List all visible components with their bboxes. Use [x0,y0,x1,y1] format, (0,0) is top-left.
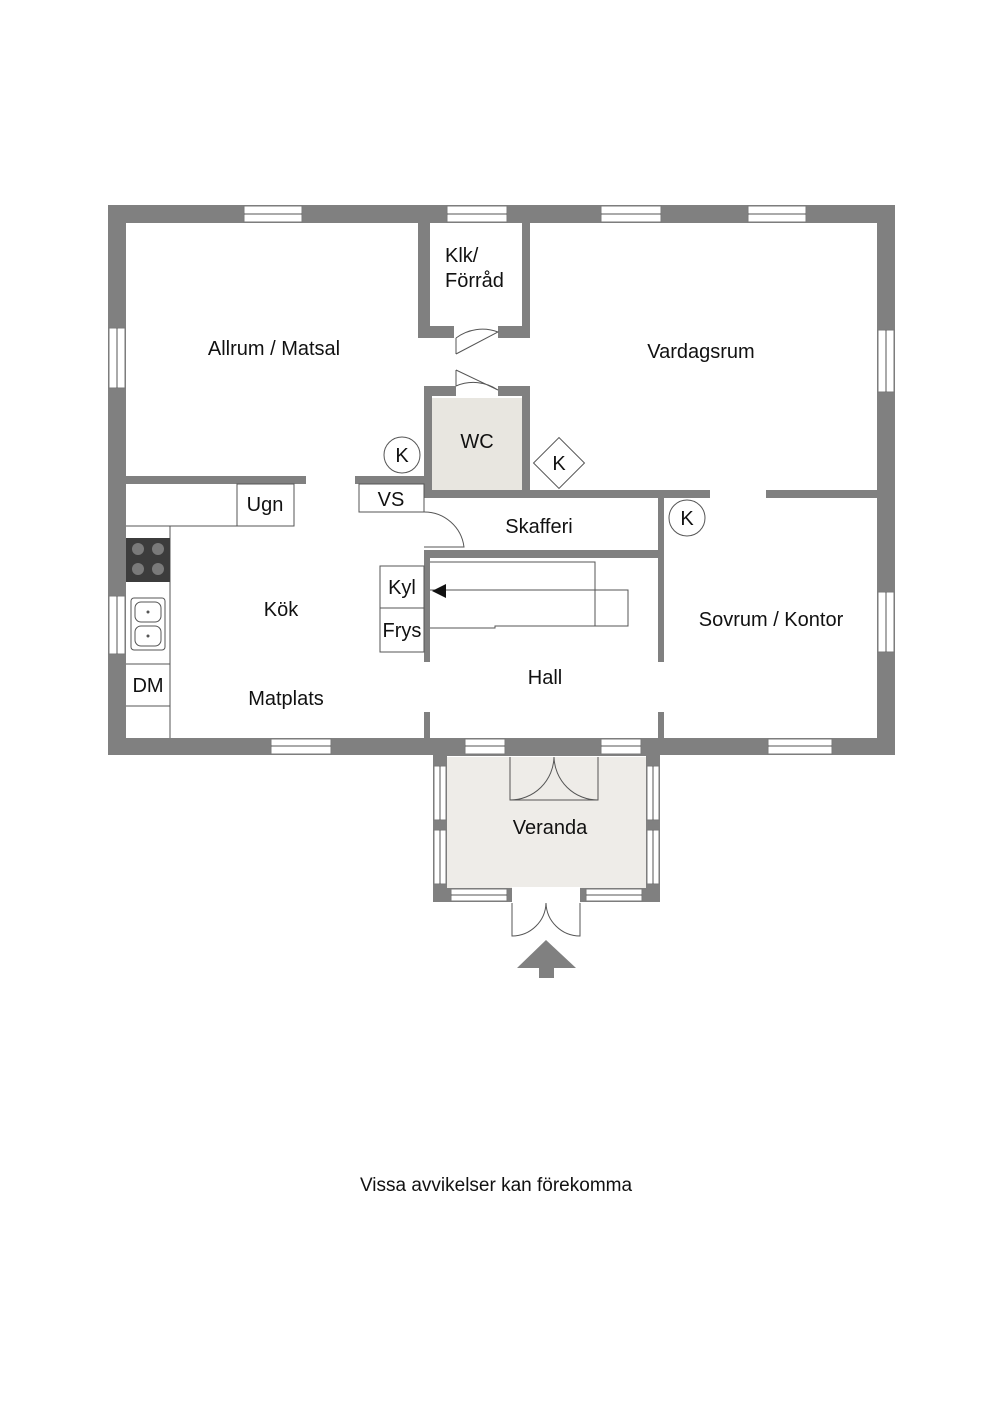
chimney-label: K [395,445,409,467]
interior-walls [126,223,877,738]
room-label-kok: Kök [264,599,299,621]
stair-arrow-icon [432,584,446,598]
fixture-label-kyl: Kyl [388,577,416,599]
cooktop-icon [126,538,170,582]
room-label-vardagsrum: Vardagsrum [647,341,754,363]
disclaimer-text: Vissa avvikelser kan förekomma [359,1175,633,1196]
freezer [379,607,425,653]
room-label-klk-line2: Förråd [445,270,504,292]
fixture-label-vs: VS [378,489,405,511]
fridge [379,565,425,609]
entrance-arrow-icon [517,940,576,978]
kitchen-fixtures [126,483,425,738]
fixture-label-dm: DM [132,675,163,697]
fixture-labels: Ugn VS Kyl Frys DM K K K [132,445,694,697]
sink-cabinet [358,483,425,513]
room-label-klk-line1: Klk/ [445,245,479,267]
room-label-veranda: Veranda [513,817,588,839]
room-label-hall: Hall [528,667,562,689]
room-label-allrum: Allrum / Matsal [208,338,340,360]
sink-icon [130,597,166,651]
chimneys [383,436,706,537]
room-label-matplats: Matplats [248,688,324,710]
chimney-label: K [680,508,694,530]
room-label-wc: WC [460,431,493,453]
chimney-circle [383,436,421,474]
room-label-skafferi: Skafferi [505,516,572,538]
chimney-diamond [532,436,586,490]
oven [236,483,295,527]
chimney-circle [668,499,706,537]
veranda-floor [446,757,648,889]
wc-floor [430,398,524,492]
room-label-sovrum: Sovrum / Kontor [699,609,844,631]
stairs [430,561,629,629]
fixture-label-ugn: Ugn [247,494,284,516]
fixture-label-frys: Frys [383,620,422,642]
doors [423,328,599,937]
room-labels: Allrum / Matsal Klk/ Förråd Vardagsrum W… [208,245,844,839]
chimney-label: K [552,453,566,475]
windows [108,205,895,903]
